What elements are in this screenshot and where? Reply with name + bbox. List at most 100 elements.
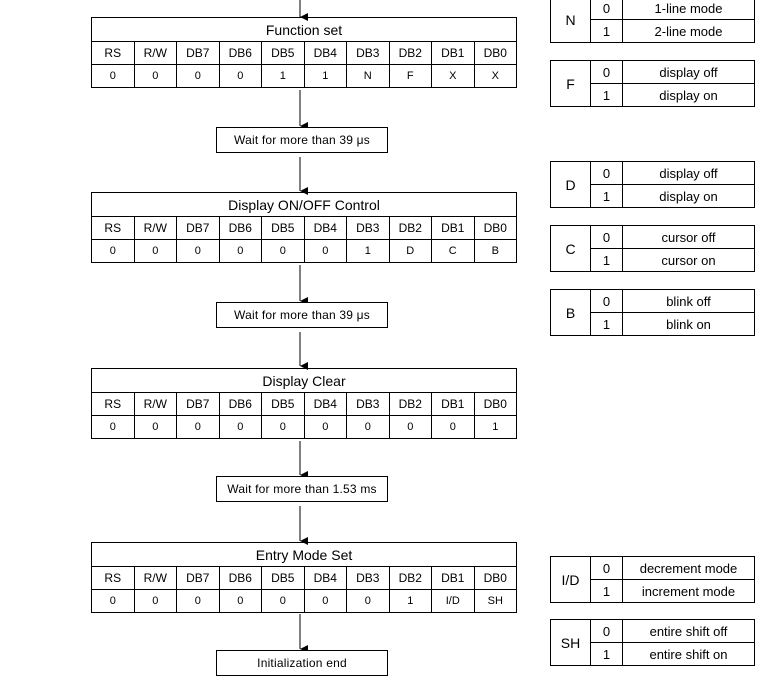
legend-bit: 1 <box>590 83 623 107</box>
legend-desc: 1-line mode <box>622 0 755 20</box>
header-cell: RS <box>91 392 135 416</box>
legend-desc: cursor on <box>622 248 755 272</box>
function-set-table: Function set RS R/W DB7 DB6 DB5 DB4 DB3 … <box>91 17 517 88</box>
header-cell: R/W <box>133 41 177 65</box>
value-cell: F <box>388 64 432 88</box>
value-cell: 0 <box>346 589 390 613</box>
display-on-off-table: Display ON/OFF Control RS R/W DB7 DB6 DB… <box>91 192 517 263</box>
legend-desc: increment mode <box>622 579 755 603</box>
legend-n: N 0 1-line mode 1 2-line mode <box>550 0 755 43</box>
value-cell: 0 <box>176 239 220 263</box>
legend-bit: 0 <box>590 225 623 249</box>
wait-box-3: Wait for more than 1.53 ms <box>216 476 388 502</box>
header-cell: DB3 <box>346 41 390 65</box>
header-cell: DB3 <box>346 392 390 416</box>
legend-desc: decrement mode <box>622 556 755 580</box>
value-cell: 0 <box>133 64 177 88</box>
legend-f: F 0 display off 1 display on <box>550 60 755 107</box>
legend-desc: blink on <box>622 312 755 336</box>
display-clear-table: Display Clear RS R/W DB7 DB6 DB5 DB4 DB3… <box>91 368 517 439</box>
value-cell: 0 <box>91 589 135 613</box>
value-cell: 0 <box>91 415 135 439</box>
header-cell: DB2 <box>388 216 432 240</box>
header-cell: DB1 <box>431 392 475 416</box>
legend-symbol: SH <box>550 619 591 666</box>
header-cell: DB7 <box>176 392 220 416</box>
legend-desc: blink off <box>622 289 755 313</box>
header-cell: DB5 <box>261 566 305 590</box>
header-cell: DB6 <box>218 216 262 240</box>
header-cell: DB1 <box>431 566 475 590</box>
legend-bit: 0 <box>590 0 623 20</box>
command-title: Display ON/OFF Control <box>91 192 517 217</box>
header-cell: DB4 <box>303 566 347 590</box>
header-cell: DB0 <box>473 41 517 65</box>
value-cell: 1 <box>346 239 390 263</box>
legend-d: D 0 display off 1 display on <box>550 161 755 208</box>
legend-desc: 2-line mode <box>622 19 755 43</box>
legend-desc: display off <box>622 161 755 185</box>
value-cell: N <box>346 64 390 88</box>
legend-b: B 0 blink off 1 blink on <box>550 289 755 336</box>
header-cell: DB7 <box>176 41 220 65</box>
value-cell: 0 <box>346 415 390 439</box>
header-cell: DB3 <box>346 566 390 590</box>
value-cell: 0 <box>261 239 305 263</box>
value-cell: D <box>388 239 432 263</box>
legend-bit: 1 <box>590 579 623 603</box>
legend-desc: entire shift on <box>622 642 755 666</box>
header-cell: DB5 <box>261 392 305 416</box>
legend-symbol: D <box>550 161 591 208</box>
value-cell: 0 <box>176 415 220 439</box>
legend-symbol: B <box>550 289 591 336</box>
header-cell: RS <box>91 216 135 240</box>
header-cell: DB4 <box>303 392 347 416</box>
value-cell: X <box>473 64 517 88</box>
value-cell: 0 <box>303 239 347 263</box>
header-cell: DB4 <box>303 41 347 65</box>
legend-bit: 0 <box>590 619 623 643</box>
header-cell: DB3 <box>346 216 390 240</box>
header-cell: DB7 <box>176 566 220 590</box>
header-cell: DB5 <box>261 41 305 65</box>
legend-c: C 0 cursor off 1 cursor on <box>550 225 755 272</box>
header-cell: DB1 <box>431 41 475 65</box>
value-cell: 1 <box>473 415 517 439</box>
legend-symbol: I/D <box>550 556 591 603</box>
legend-desc: display off <box>622 60 755 84</box>
legend-bit: 0 <box>590 556 623 580</box>
legend-desc: cursor off <box>622 225 755 249</box>
wait-box-2: Wait for more than 39 μs <box>216 302 388 328</box>
value-cell: 0 <box>91 64 135 88</box>
value-cell: 0 <box>91 239 135 263</box>
value-cell: 0 <box>133 589 177 613</box>
value-cell: 0 <box>303 589 347 613</box>
header-cell: DB2 <box>388 566 432 590</box>
header-cell: DB2 <box>388 392 432 416</box>
value-cell: 0 <box>261 415 305 439</box>
legend-bit: 0 <box>590 60 623 84</box>
legend-bit: 1 <box>590 312 623 336</box>
header-cell: R/W <box>133 392 177 416</box>
value-cell: 0 <box>218 415 262 439</box>
value-cell: 0 <box>431 415 475 439</box>
init-end-box: Initialization end <box>216 650 388 676</box>
header-cell: DB0 <box>473 566 517 590</box>
header-cell: DB2 <box>388 41 432 65</box>
wait-box-1: Wait for more than 39 μs <box>216 127 388 153</box>
value-cell: X <box>431 64 475 88</box>
legend-bit: 0 <box>590 289 623 313</box>
command-title: Entry Mode Set <box>91 542 517 567</box>
value-cell: 0 <box>133 415 177 439</box>
command-title: Function set <box>91 17 517 42</box>
value-cell: 1 <box>261 64 305 88</box>
value-cell: SH <box>473 589 517 613</box>
value-cell: 0 <box>303 415 347 439</box>
header-cell: DB5 <box>261 216 305 240</box>
header-cell: RS <box>91 566 135 590</box>
value-cell: 0 <box>261 589 305 613</box>
header-cell: R/W <box>133 216 177 240</box>
header-cell: DB6 <box>218 566 262 590</box>
header-cell: DB6 <box>218 41 262 65</box>
